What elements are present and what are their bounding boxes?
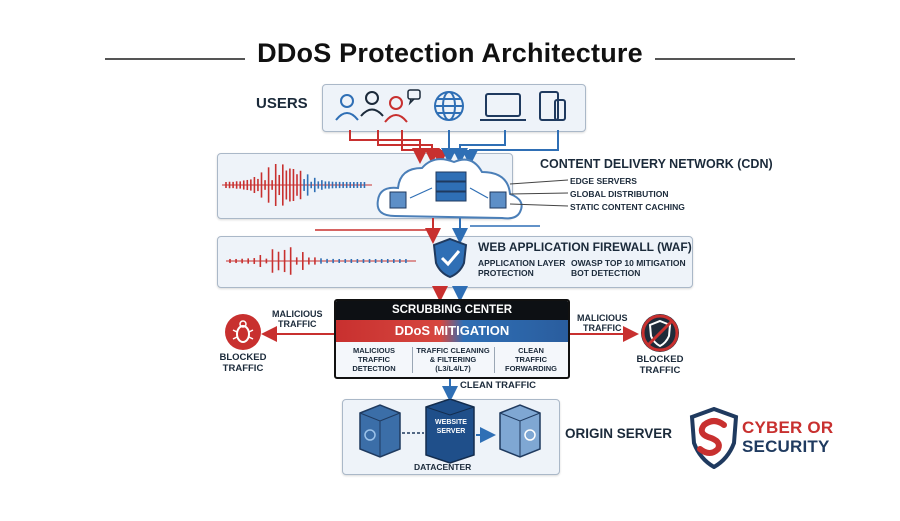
scrubbing-center: SCRUBBING CENTER DDoS MITIGATION MALICIO…	[334, 299, 570, 379]
scrub-col-detection: MALICIOUS TRAFFIC DETECTION	[352, 346, 396, 373]
origin-server-label: ORIGIN SERVER	[565, 426, 673, 441]
waf-item-bot-detection: BOT DETECTION	[571, 268, 641, 278]
users-label: USERS	[256, 95, 308, 112]
bug-blocked-icon	[225, 314, 261, 350]
waveform-icon	[222, 164, 372, 206]
user-icon	[360, 91, 384, 117]
user-female-icon	[384, 96, 408, 123]
waf-item-owasp: OWASP TOP 10 MITIGATION	[571, 258, 686, 268]
user-icon	[335, 94, 359, 121]
page-title: DDoS Protection Architecture	[257, 38, 643, 68]
cdn-leader-lines	[510, 179, 569, 207]
laptop-icon	[480, 93, 526, 121]
clean-traffic-label: CLEAN TRAFFIC	[460, 380, 536, 391]
left-malicious-label: MALICIOUS TRAFFIC	[272, 309, 323, 329]
edge-cube-icon	[389, 191, 407, 209]
scrub-col-forwarding: CLEAN TRAFFIC FORWARDING	[505, 346, 557, 373]
cdn-item-global-distribution: GLOBAL DISTRIBUTION	[570, 189, 669, 199]
cdn-cloud-icon	[376, 158, 523, 220]
server-cube-left-icon	[359, 404, 401, 458]
waf-item-app-layer: APPLICATION LAYER	[478, 258, 566, 268]
arrow-blue	[462, 130, 559, 166]
shield-blocked-icon	[641, 314, 679, 352]
scrub-divider	[494, 347, 495, 373]
logo-line1: CYBER OR	[742, 418, 834, 437]
datacenter-servers	[359, 399, 541, 464]
website-server-icon	[425, 399, 475, 464]
users-icons	[335, 89, 566, 123]
globe-icon	[434, 91, 464, 121]
cyber-security-logo-icon	[689, 407, 739, 469]
logo-line2: SECURITY	[742, 437, 830, 456]
filtered-waveform-icon	[226, 247, 416, 275]
edge-cube-icon	[489, 191, 507, 209]
scrubbing-center-header: SCRUBBING CENTER	[336, 301, 568, 320]
shield-check-icon	[432, 237, 468, 279]
chat-bubble-icon	[407, 89, 421, 106]
cdn-item-edge-servers: EDGE SERVERS	[570, 176, 637, 186]
cdn-label: CONTENT DELIVERY NETWORK (CDN)	[540, 157, 773, 171]
mobile-devices-icon	[539, 91, 566, 121]
server-cube-right-icon	[499, 404, 541, 458]
arrow-red	[401, 130, 448, 166]
right-blocked-label: BLOCKED TRAFFIC	[636, 354, 684, 376]
waf-label: WEB APPLICATION FIREWALL (WAF)	[478, 240, 692, 254]
title-rule-left	[105, 58, 245, 60]
left-blocked-label: BLOCKED TRAFFIC	[219, 352, 267, 374]
datacenter-label: DATACENTER	[414, 462, 472, 472]
ddos-mitigation-band: DDoS MITIGATION	[336, 320, 568, 342]
waf-item-protection: PROTECTION	[478, 268, 534, 278]
scrub-divider	[412, 347, 413, 373]
arrow-blue	[452, 130, 506, 164]
right-malicious-label: MALICIOUS TRAFFIC	[577, 313, 628, 333]
scrub-col-cleaning: TRAFFIC CLEANING & FILTERING (L3/L4/L7)	[416, 346, 490, 373]
server-stack-icon	[435, 171, 467, 202]
cdn-item-static-caching: STATIC CONTENT CACHING	[570, 202, 685, 212]
title-rule-right	[655, 58, 795, 60]
website-server-label: WEBSITE SERVER	[435, 419, 467, 435]
